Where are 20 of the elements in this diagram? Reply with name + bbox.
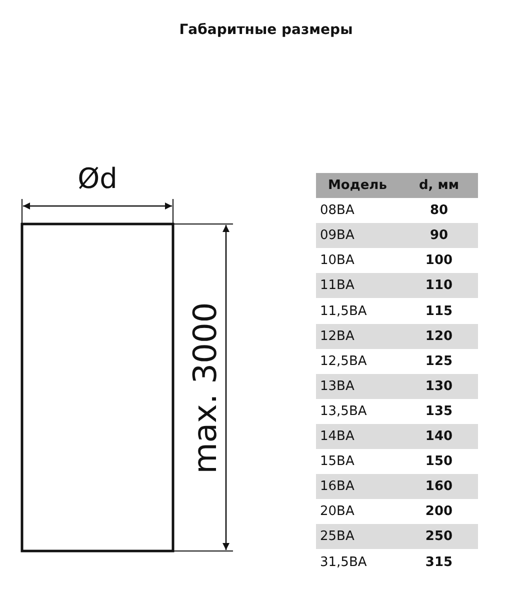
- title: Габаритные размеры: [178, 22, 354, 38]
- table-cell: 11BA: [316, 273, 400, 298]
- pipe-outline: [20, 222, 174, 552]
- table-cell: 90: [400, 223, 478, 248]
- dimension-label: Ød: [76, 162, 118, 196]
- table-cell: 140: [400, 424, 478, 449]
- dimension-label: max. 3000: [187, 302, 223, 474]
- table-cell: 130: [400, 374, 478, 399]
- table-header: Модель: [316, 173, 400, 198]
- table-cell: 13BA: [316, 374, 400, 399]
- table-header: d, мм: [400, 173, 478, 198]
- table-cell: 120: [400, 324, 478, 349]
- table-cell: 14BA: [316, 424, 400, 449]
- table-cell: 160: [400, 474, 478, 500]
- table-cell: 16BA: [316, 474, 400, 500]
- table-cell: 250: [400, 524, 478, 550]
- table-cell: 110: [400, 273, 478, 298]
- table-cell: 09BA: [316, 223, 400, 248]
- table-cell: 12BA: [316, 324, 400, 349]
- table-cell: 25BA: [316, 524, 400, 550]
